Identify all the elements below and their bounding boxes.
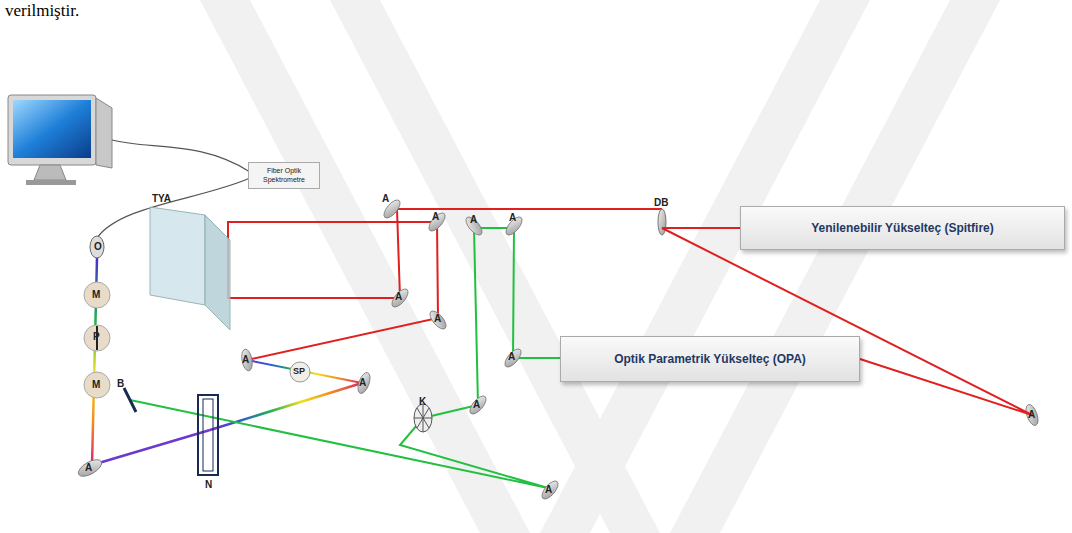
part-label: A xyxy=(434,314,441,324)
cable xyxy=(112,140,250,172)
part-label: A xyxy=(545,485,552,495)
computer-icon xyxy=(8,95,112,185)
part-label: B xyxy=(117,379,124,389)
part-label: M xyxy=(92,380,100,390)
part-label: A xyxy=(508,352,515,362)
box-label: Fiber Optik Spektrometre xyxy=(255,167,313,184)
part-label: M xyxy=(92,290,100,300)
part-label: A xyxy=(1028,410,1035,420)
part-label: N xyxy=(205,480,212,490)
part-label: K xyxy=(419,397,426,407)
beam-splitter xyxy=(658,209,666,235)
sample-cell xyxy=(198,395,218,475)
part-label: A xyxy=(470,215,477,225)
part-label: O xyxy=(94,242,102,252)
part-label: A xyxy=(382,194,389,204)
part-label: A xyxy=(432,212,439,222)
part-label: P xyxy=(93,332,100,342)
part-label: A xyxy=(242,355,249,365)
box-label: Optik Parametrik Yükselteç (OPA) xyxy=(614,352,806,366)
laser-box: Yenilenebilir Yükselteç (Spitfire) xyxy=(740,206,1065,250)
white-light-beam xyxy=(210,383,362,430)
spectrometer-box: Fiber Optik Spektrometre xyxy=(248,162,320,189)
part-label: A xyxy=(359,378,366,388)
white-light-beam xyxy=(247,360,362,383)
watermark xyxy=(200,0,1000,533)
optics xyxy=(84,236,310,398)
part-label: TYA xyxy=(152,194,171,204)
laser-beam xyxy=(662,228,1032,415)
probe-beam xyxy=(92,430,210,465)
part-label: A xyxy=(85,463,92,473)
part-label: SP xyxy=(293,367,305,376)
part-label: DB xyxy=(654,198,668,208)
beam-block xyxy=(124,388,136,412)
laser-box: Optik Parametrik Yükselteç (OPA) xyxy=(560,336,860,382)
part-label: A xyxy=(473,400,480,410)
chopper xyxy=(414,404,432,432)
retroreflector xyxy=(150,207,230,330)
part-label: A xyxy=(509,213,516,223)
part-label: A xyxy=(395,292,402,302)
box-label: Yenilenebilir Yükselteç (Spitfire) xyxy=(811,221,994,235)
page-text: verilmiştir. xyxy=(5,2,79,19)
